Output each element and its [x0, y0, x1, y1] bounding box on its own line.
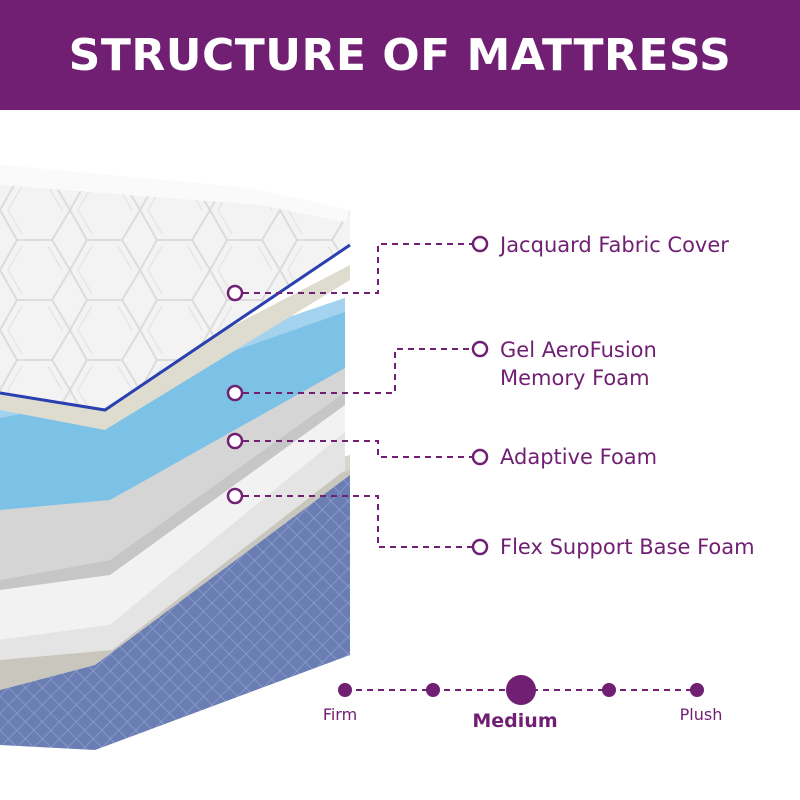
cover-piping: [0, 243, 351, 412]
firmness-label-medium: Medium: [472, 710, 558, 732]
firmness-label-firm: Firm: [322, 705, 358, 724]
layer-label-support-foam: Flex Support Base Foam: [500, 533, 755, 561]
firmness-scale: [338, 675, 704, 705]
callout-lines: [243, 243, 472, 548]
layer-label-cover: Jacquard Fabric Cover: [500, 231, 729, 259]
firmness-stop: [690, 683, 704, 697]
firmness-stop: [602, 683, 616, 697]
comfort-layer: [0, 265, 350, 430]
layer-label-gel-foam: Gel AeroFusion Memory Foam: [500, 336, 657, 392]
callout-dot-support-foam: [226, 487, 244, 505]
label-dot-support-foam: [471, 538, 489, 556]
label-dot-adaptive-foam: [471, 448, 489, 466]
callout-dot-gel-foam: [226, 384, 244, 402]
label-dot-gel-foam: [471, 340, 489, 358]
callout-dot-cover: [226, 284, 244, 302]
layer-label-line: Jacquard Fabric Cover: [500, 233, 729, 257]
firmness-stop: [338, 683, 352, 697]
layer-label-line: Flex Support Base Foam: [500, 535, 755, 559]
cover-layer: [0, 165, 351, 412]
header-banner: STRUCTURE OF MATTRESS: [0, 0, 800, 110]
callout-dot-adaptive-foam: [226, 432, 244, 450]
page-title: STRUCTURE OF MATTRESS: [68, 29, 732, 81]
firmness-stop-selected: [506, 675, 536, 705]
layer-label-line: Adaptive Foam: [500, 445, 658, 469]
firmness-label-plush: Plush: [679, 705, 723, 724]
layer-label-line: Memory Foam: [500, 366, 650, 390]
label-dot-cover: [471, 235, 489, 253]
layer-label-adaptive-foam: Adaptive Foam: [500, 443, 657, 471]
firmness-stop: [426, 683, 440, 697]
layer-label-line: Gel AeroFusion: [500, 338, 657, 362]
